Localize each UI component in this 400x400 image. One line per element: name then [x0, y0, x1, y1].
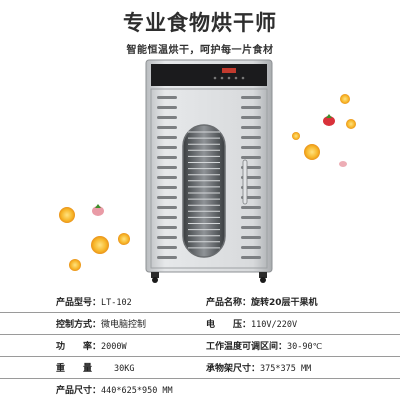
page-title: 专业食物烘干师: [123, 11, 277, 35]
spec-cell: 产品尺寸：440*625*950 MM: [56, 386, 173, 396]
spec-row: 产品型号：LT-102 产品名称：旋转20层干果机: [0, 291, 400, 313]
spec-table: 产品型号：LT-102 产品名称：旋转20层干果机 控制方式：微电脑控制 电 压…: [0, 291, 400, 400]
door-handle: [242, 159, 248, 205]
caster-left: [151, 272, 159, 278]
leaf-icon: [95, 114, 332, 208]
spec-row: 控制方式：微电脑控制 电 压：110V/220V: [0, 313, 400, 335]
glass-window: [182, 124, 226, 258]
rotating-shelves: [188, 131, 220, 249]
spec-cell: 工作温度可调区间：30-90℃: [206, 342, 323, 352]
orange-slice-icon: [59, 94, 356, 271]
strawberry-icon: [92, 116, 347, 216]
product-image: [59, 59, 356, 283]
caster-right: [259, 272, 267, 278]
spec-cell: 产品名称：旋转20层干果机: [206, 298, 318, 308]
panel-buttons: [213, 76, 245, 80]
spec-row: 产品尺寸：440*625*950 MM: [0, 379, 400, 400]
control-panel: [151, 64, 267, 86]
page-subtitle: 智能恒温烘干，呵护每一片食材: [126, 45, 274, 56]
spec-cell: 电 压：110V/220V: [206, 320, 298, 330]
spec-cell: 控制方式：微电脑控制: [56, 320, 147, 330]
spec-cell: 承物架尺寸：375*375 MM: [206, 364, 312, 374]
display-screen: [222, 68, 236, 73]
spec-row: 功 率：2000W 工作温度可调区间：30-90℃: [0, 335, 400, 357]
spec-cell: 产品型号：LT-102: [56, 298, 132, 308]
spec-cell: 功 率：2000W: [56, 342, 127, 352]
door: [150, 88, 268, 269]
